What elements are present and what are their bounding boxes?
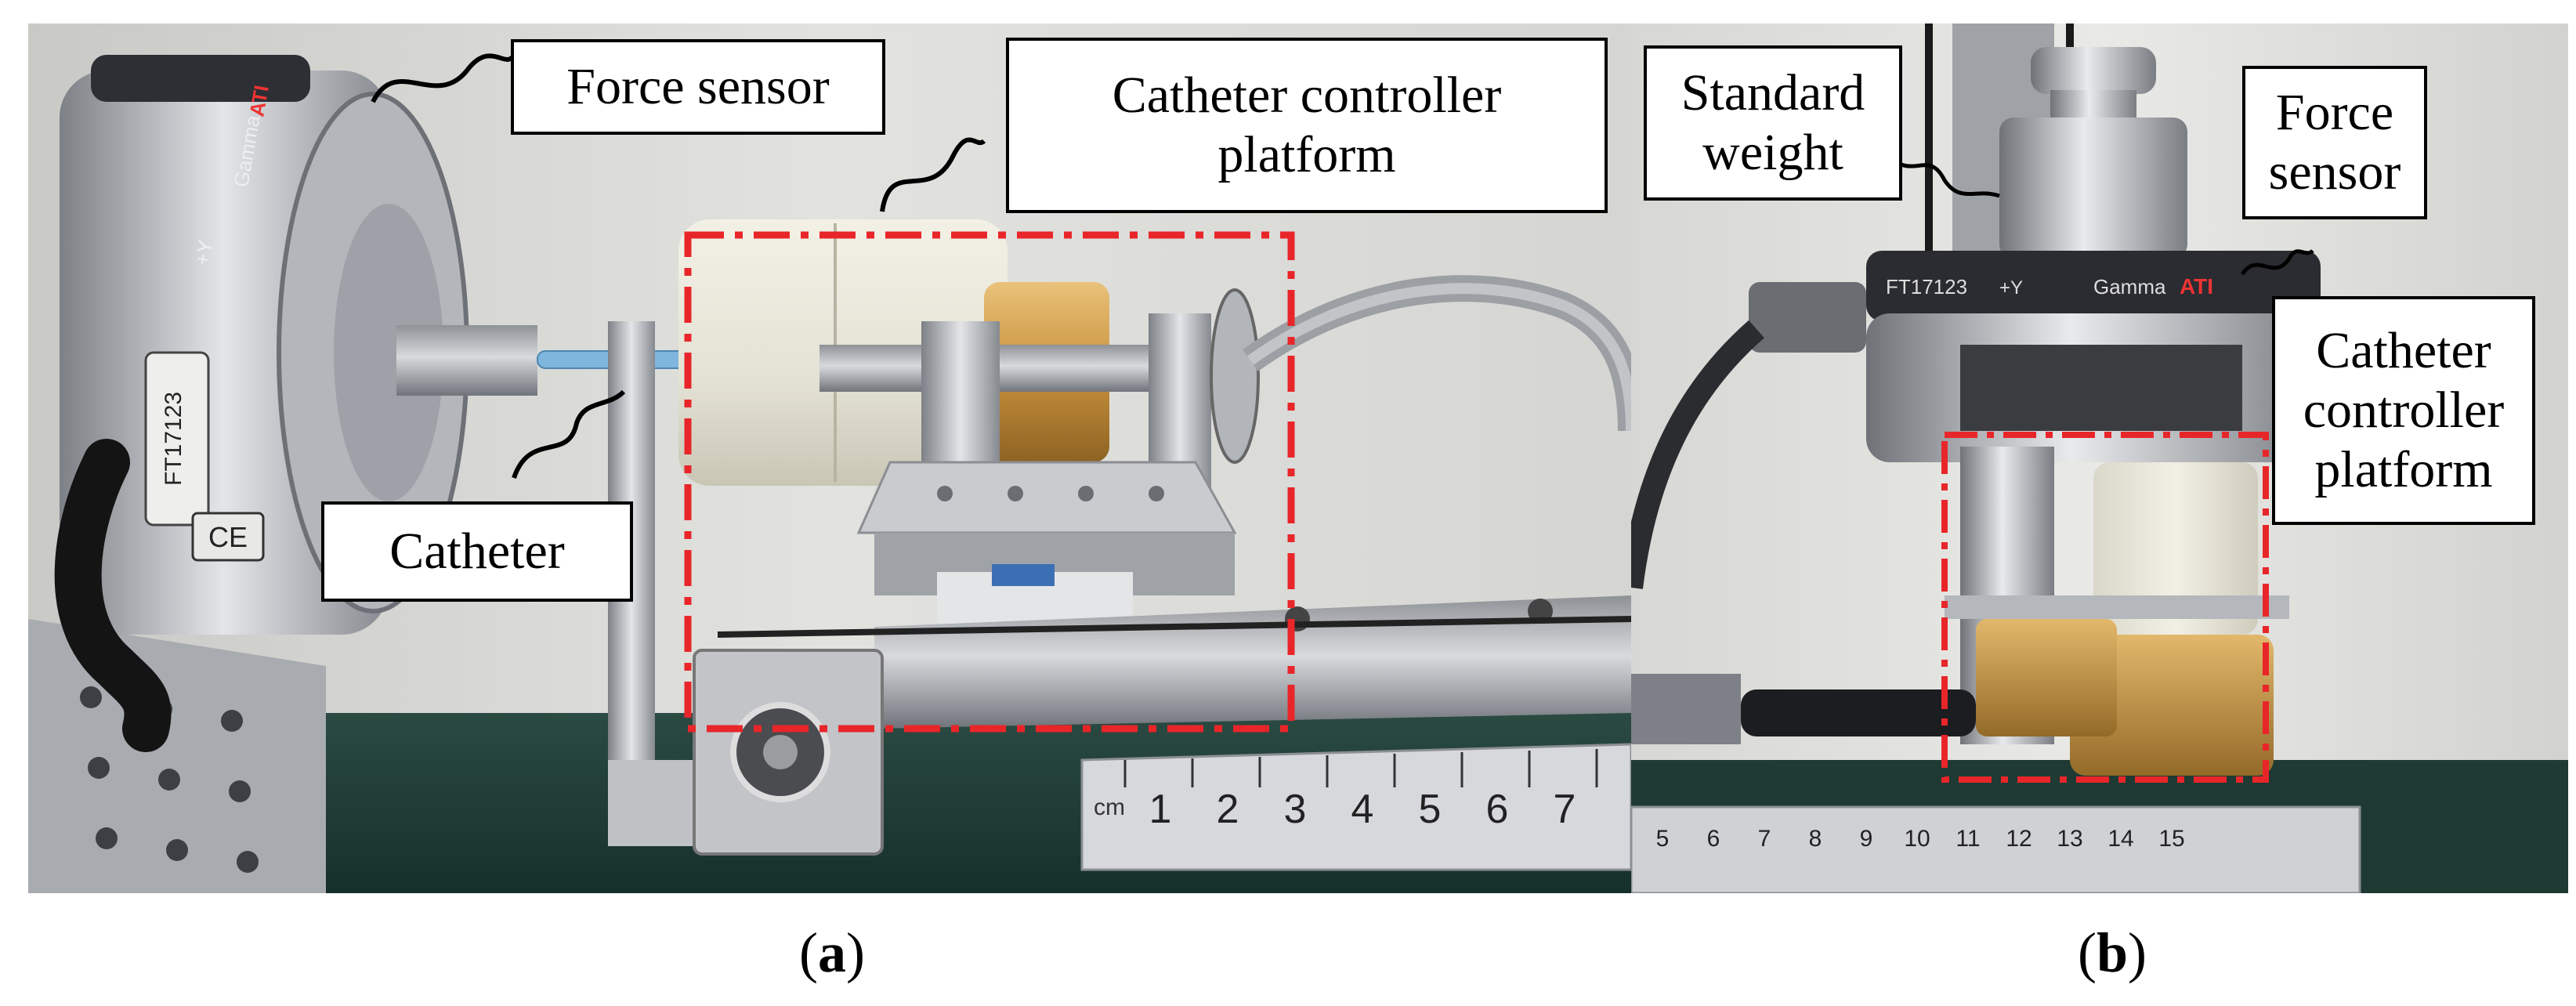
callout-force-sensor-b: Force sensor: [2242, 66, 2427, 219]
ruler-label-a-4: 4: [1351, 787, 1374, 832]
ruler-label-a-3: 3: [1284, 787, 1307, 832]
cream-motor-b: [2093, 462, 2258, 635]
serial-text-b: FT17123: [1886, 275, 1967, 299]
callout-controller-platform-a: Catheter controller platform: [1006, 38, 1608, 213]
leader-force-sensor-b: [2240, 248, 2314, 276]
ruler-label-a-6: 6: [1486, 787, 1509, 832]
ce-mark-text: CE: [208, 521, 248, 553]
panel-label-b-letter: b: [2096, 921, 2129, 984]
platform-plate-b: [1945, 595, 2289, 619]
ruler-label-b-9: 9: [1860, 826, 1873, 852]
ruler-label-b-11: 11: [1956, 826, 1980, 852]
ruler-label-a-2: 2: [1217, 787, 1239, 832]
ruler-unit-a: cm: [1094, 794, 1125, 820]
ruler-label-b-8: 8: [1809, 826, 1822, 852]
ce-mark-plate: [191, 512, 265, 562]
panel-label-a: (a): [799, 921, 865, 984]
maker-text-b: ATI: [2180, 274, 2213, 299]
force-sensor-band: [91, 55, 310, 102]
callout-controller-platform-b: Catheter controller platform: [2272, 296, 2535, 525]
ruler-label-b-10: 10: [1904, 826, 1930, 852]
ribbon-cable: [1631, 674, 1741, 744]
breadboard-plate: [28, 619, 326, 893]
platform-plate: [856, 461, 1237, 534]
ruler-ticks-a: [1123, 749, 1598, 787]
controller-highlight-box-a: [684, 231, 1295, 733]
steel-ruler-b: [1631, 805, 2361, 893]
force-sensor-inner-face: [334, 204, 443, 501]
ruler-label-a-5: 5: [1419, 787, 1442, 832]
brass-gear-b: [2070, 635, 2274, 776]
callout-force-sensor-a: Force sensor: [511, 39, 885, 135]
panel-label-a-letter: a: [817, 921, 846, 984]
leader-catheter-a: [512, 389, 626, 479]
serial-text-a: FT17123: [161, 392, 186, 486]
leader-controller-a: [880, 137, 986, 212]
drive-shaft: [819, 345, 1196, 392]
blue-tag: [992, 564, 1055, 586]
ruler-label-a-1: 1: [1149, 787, 1172, 832]
standard-weight: [1999, 118, 2187, 259]
controller-highlight-box-b: [1941, 432, 2269, 783]
ruler-label-b-15: 15: [2158, 826, 2184, 852]
black-rod-b: [1741, 689, 1976, 736]
ruler-label-b-14: 14: [2107, 826, 2133, 852]
force-sensor-band-b: [1866, 251, 2321, 321]
encoder-disk: [1210, 288, 1260, 464]
axis-text-b: +Y: [1999, 277, 2023, 299]
callout-standard-weight-b: Standard weight: [1644, 45, 1902, 201]
ruler-label-b-5: 5: [1656, 826, 1670, 852]
sensor-slot-b: [1960, 345, 2242, 431]
ruler-label-b-6: 6: [1707, 826, 1720, 852]
weight-knob: [2031, 47, 2156, 94]
drive-belt: [717, 616, 1631, 638]
brass-gear-b2: [1976, 619, 2117, 736]
leader-weight-b: [1888, 155, 2000, 198]
ruler-label-b-12: 12: [2006, 826, 2031, 852]
ruler-label-b-13: 13: [2057, 826, 2082, 852]
serial-label-plate: [144, 351, 210, 527]
maker-text-a: ATI: [244, 83, 273, 118]
sensor-adapter-shaft: [396, 325, 537, 396]
sensor-cable: [54, 439, 172, 752]
brand-text-b: Gamma: [2093, 275, 2166, 299]
sensor-connector-b: [1749, 282, 1866, 353]
panel-label-b: (b): [2078, 921, 2147, 984]
ruler-label-b-7: 7: [1758, 826, 1771, 852]
leader-force-sensor-a: [371, 53, 516, 103]
sensor-cable-b: [1631, 320, 1764, 589]
ruler-label-a-7: 7: [1554, 787, 1576, 832]
steel-ruler: [1080, 743, 1631, 871]
callout-catheter-a: Catheter: [321, 501, 633, 602]
axis-text-a: +Y: [190, 238, 217, 267]
